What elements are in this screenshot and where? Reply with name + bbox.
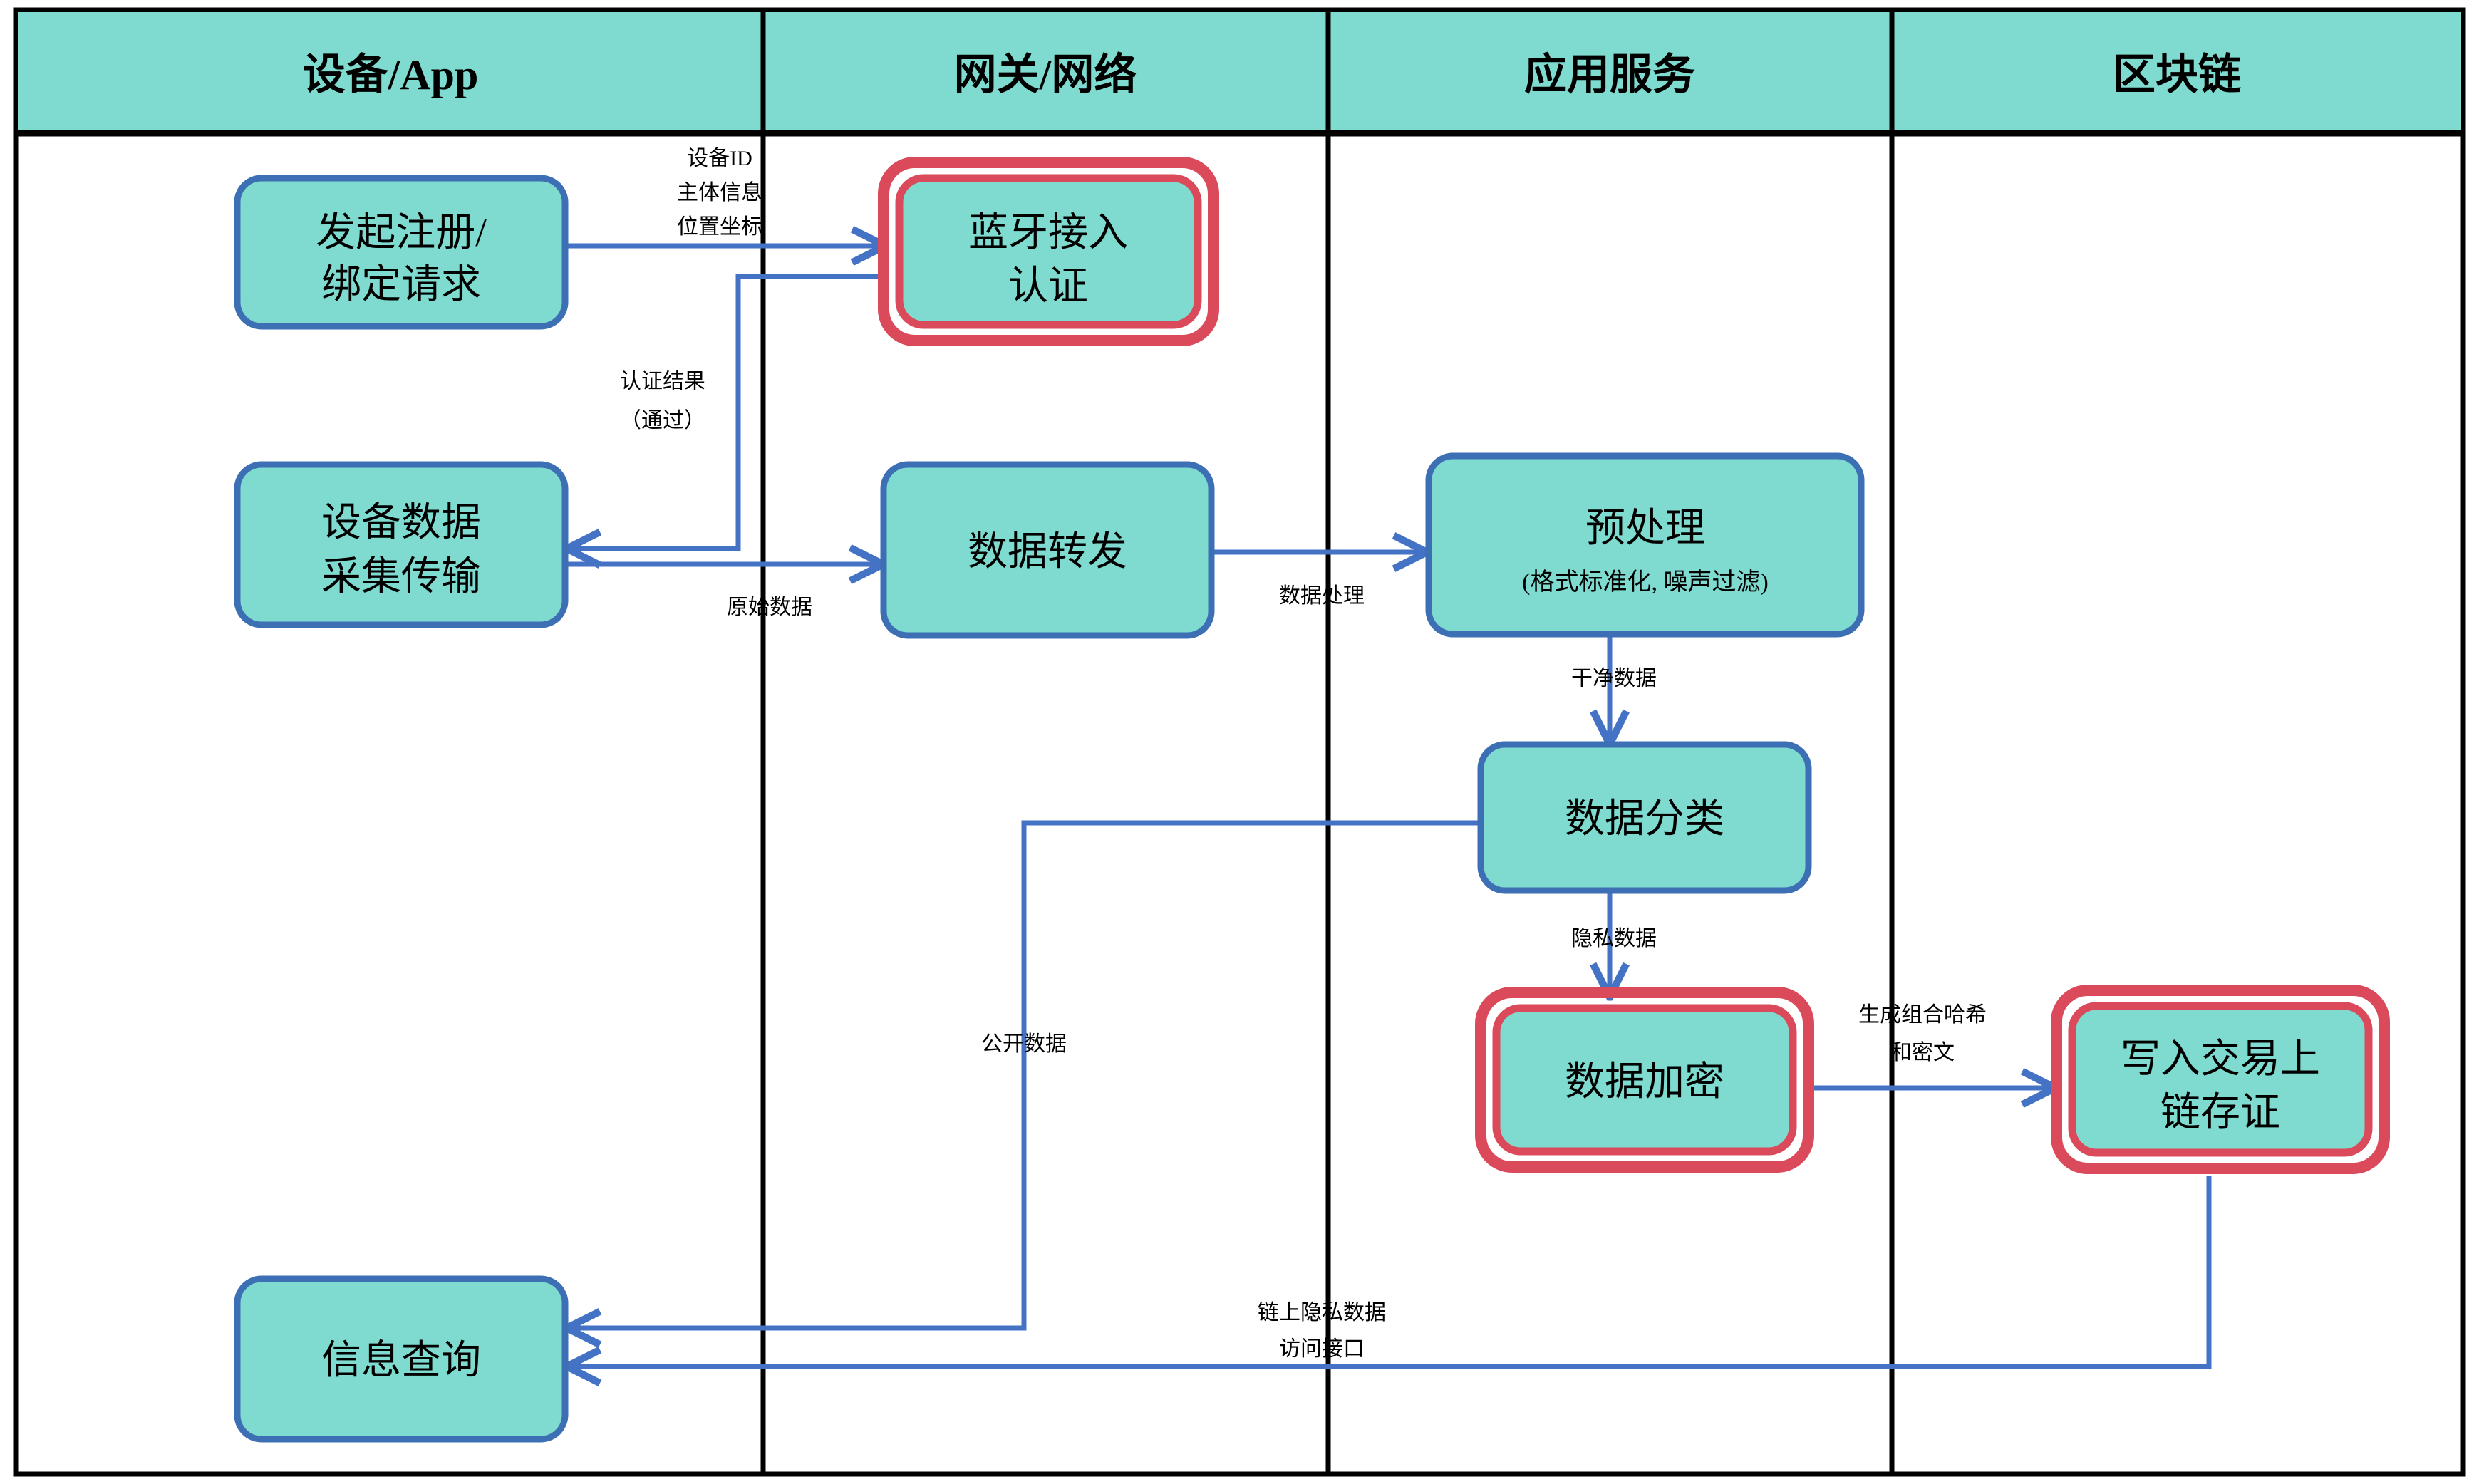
node-onchain-highlight-outer [2051,985,2390,1174]
edge-classify-to-query-path [570,820,1481,1328]
node-register-label-2: 绑定请求 [321,263,481,307]
node-classify-label: 数据分类 [1565,797,1724,841]
node-query-label: 信息查询 [321,1337,481,1382]
edge-btauth-to-collect-path [570,274,882,549]
lane-title-appservice: 应用服务 [1524,51,1695,98]
node-register-shape [234,175,569,330]
edge-label-raw-data: 原始数据 [727,596,812,619]
edge-label-auth-result-2: （通过） [620,409,705,432]
lane-header-band [18,12,2461,133]
node-encrypt-highlight-outer [1475,987,1814,1173]
edge-label-register-2: 主体信息 [677,181,762,204]
node-bt-auth-label-2: 认证 [1008,264,1088,308]
node-forward-label: 数据转发 [968,530,1127,574]
edge-label-data-process: 数据处理 [1279,584,1365,608]
node-onchain[interactable]: 写入交易上 链存证 [2051,985,2390,1174]
node-forward[interactable]: 数据转发 [880,461,1215,639]
edge-label-register-1: 设备ID [687,147,752,170]
node-collect-label-1: 设备数据 [321,501,481,545]
lane-title-blockchain: 区块链 [2113,51,2241,98]
node-classify[interactable]: 数据分类 [1477,741,1812,894]
node-collect-label-2: 采集传输 [321,555,481,599]
node-collect-shape [234,461,569,628]
node-query-shape [234,1275,569,1443]
edge-label-onchain-api-1: 链上隐私数据 [1258,1301,1386,1324]
node-bt-auth-shape [895,174,1202,329]
node-preprocess-label: 预处理 [1585,507,1705,551]
node-encrypt[interactable]: 数据加密 [1475,987,1814,1173]
lane-title-gateway: 网关/网络 [954,51,1137,98]
node-preprocess-sublabel: (格式标准化, 噪声过滤) [1522,569,1769,596]
node-bt-auth-highlight-outer [878,157,1219,346]
diagram-frame [13,7,2466,1477]
node-query[interactable]: 信息查询 [234,1275,569,1443]
node-register-label-1: 发起注册/ [316,211,487,255]
node-preprocess[interactable]: 预处理 (格式标准化, 噪声过滤) [1425,452,1865,638]
lane-title-device: 设备/App [303,51,479,98]
node-preprocess-shape [1425,452,1865,638]
node-encrypt-shape [1492,1004,1797,1156]
node-forward-shape [880,461,1215,639]
edge-label-private-data: 隐私数据 [1571,927,1657,950]
edge-label-register-3: 位置坐标 [677,215,762,239]
node-collect[interactable]: 设备数据 采集传输 [234,461,569,628]
edge-label-public-data: 公开数据 [981,1032,1067,1056]
node-encrypt-label: 数据加密 [1565,1060,1724,1104]
edge-label-clean-data: 干净数据 [1571,667,1657,690]
node-bt-auth-label-1: 蓝牙接入 [968,211,1128,255]
node-onchain-shape [2068,1002,2373,1157]
edge-label-hash-2: 和密文 [1890,1041,1955,1064]
node-classify-shape [1477,741,1812,894]
edge-label-hash-1: 生成组合哈希 [1858,1003,1987,1027]
edge-label-onchain-api-2: 访问接口 [1279,1337,1365,1361]
node-register[interactable]: 发起注册/ 绑定请求 [234,175,569,330]
node-onchain-label-2: 链存证 [2160,1091,2280,1135]
node-bt-auth[interactable]: 蓝牙接入 认证 [878,157,1219,346]
edge-label-auth-result-1: 认证结果 [620,370,705,393]
edge-onchain-to-query-path [570,1176,2212,1366]
node-onchain-label-1: 写入交易上 [2121,1037,2320,1081]
